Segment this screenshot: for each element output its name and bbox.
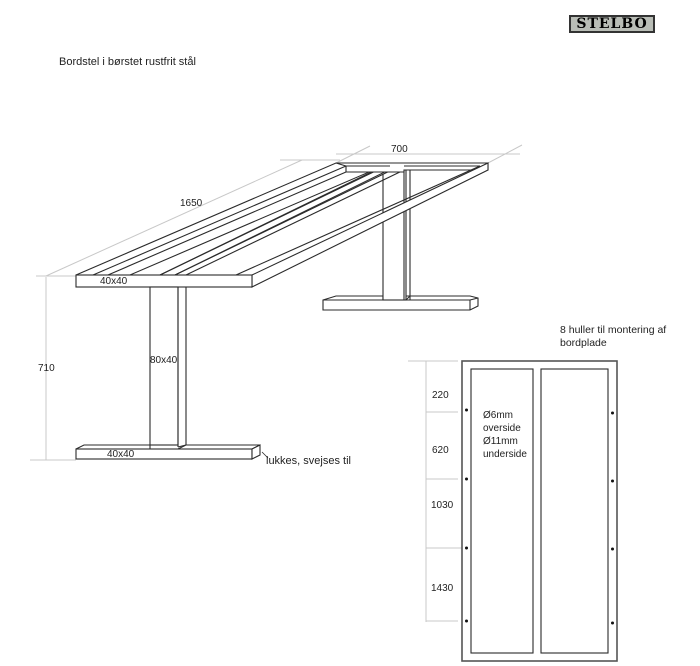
top-view-heading: 8 huller til montering af bordplade	[560, 324, 667, 349]
width-dimension-label: 700	[391, 144, 408, 155]
mounting-holes	[465, 408, 614, 625]
stelbo-logo: STELBO	[569, 15, 655, 33]
hole-position-label: 1030	[431, 500, 454, 511]
table-frame-top-view	[461, 360, 618, 662]
hole-position-label: 1430	[431, 583, 454, 594]
height-dimension-label: 710	[38, 363, 55, 374]
table-frame-perspective	[75, 162, 489, 460]
hole-position-label: 220	[432, 390, 449, 401]
drawing-title: Bordstel i børstet rustfrit stål	[59, 56, 196, 68]
top-frame-profile-label: 40x40	[100, 276, 128, 287]
dimension-lines	[30, 144, 523, 622]
length-dimension-label: 1650	[180, 198, 203, 209]
back-leg	[322, 169, 479, 311]
hole-note: Ø6mm overside Ø11mm underside	[483, 409, 527, 461]
leg-profile-label: 80x40	[150, 355, 178, 366]
hole-note-line: underside	[483, 449, 527, 460]
hole-note-line: Ø11mm	[483, 436, 518, 447]
hole-note-line: overside	[483, 423, 521, 434]
foot-profile-label: 40x40	[107, 449, 135, 460]
foot-note-label: lukkes, svejses til	[266, 455, 351, 467]
hole-note-line: Ø6mm	[483, 410, 513, 421]
hole-position-label: 620	[432, 445, 449, 456]
